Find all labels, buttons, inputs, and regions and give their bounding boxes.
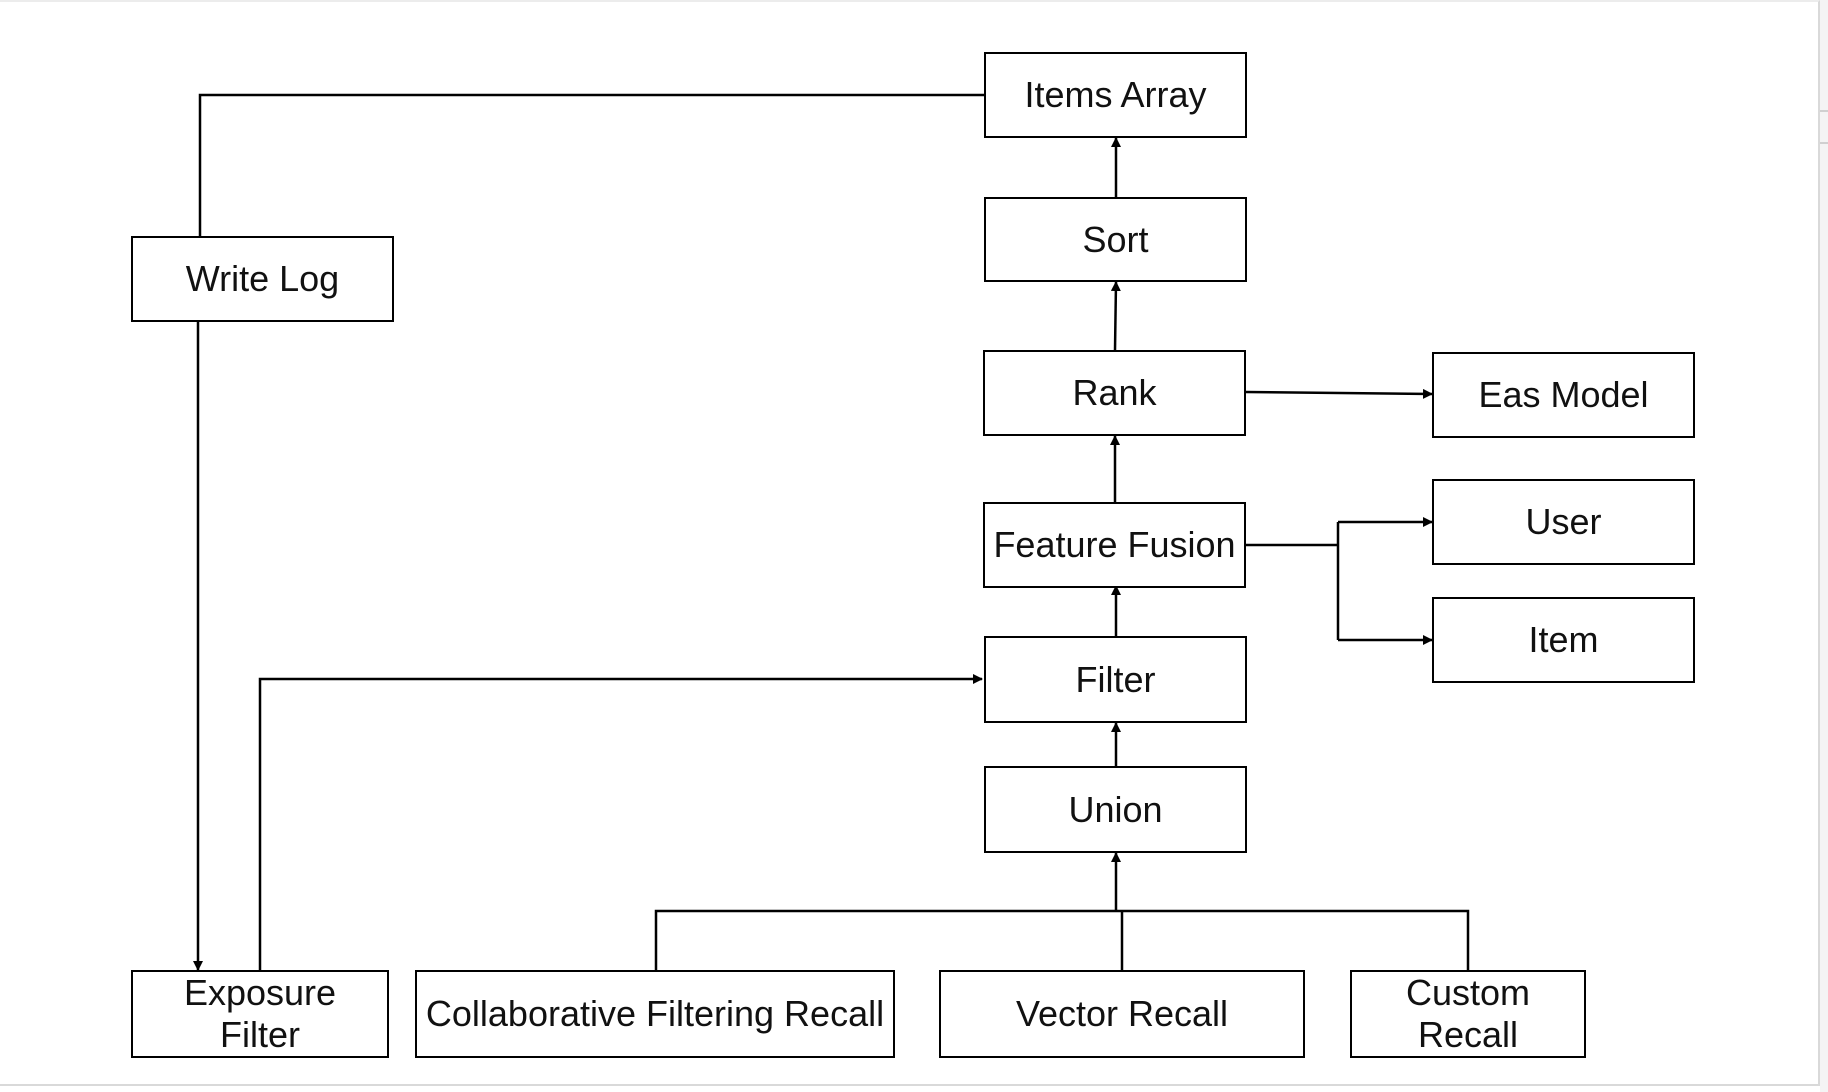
node-label: Vector Recall [1015,993,1229,1034]
node-custom-recall[interactable]: Custom Recall [1350,970,1586,1058]
node-label: Sort [1082,218,1149,260]
node-label: Feature Fusion [993,524,1236,565]
node-write-log[interactable]: Write Log [131,236,394,322]
node-label: Item [1528,619,1599,660]
node-rank[interactable]: Rank [983,350,1246,436]
right-edge-strip [1820,0,1828,1092]
node-label: Write Log [185,258,340,299]
edge-rank-to-eas-model [1245,388,1433,399]
node-label: Exposure Filter [183,972,337,1055]
node-label: Filter [1075,658,1156,700]
node-label: Rank [1072,372,1157,413]
strip-divider [1820,142,1828,144]
node-eas-model[interactable]: Eas Model [1432,352,1695,438]
node-feature-fusion[interactable]: Feature Fusion [983,502,1246,588]
node-label: Items Array [1024,74,1207,115]
strip-divider [1820,110,1828,112]
node-label: Union [1068,788,1163,830]
node-item[interactable]: Item [1432,597,1695,683]
edge-recall-bus [654,909,1470,970]
node-label: Custom Recall [1405,972,1531,1055]
node-union[interactable]: Union [984,766,1247,853]
node-collaborative-filtering-recall[interactable]: Collaborative Filtering Recall [415,970,895,1058]
node-filter[interactable]: Filter [984,636,1247,723]
node-vector-recall[interactable]: Vector Recall [939,970,1305,1058]
edge-exposure-filter-to-filter [258,674,983,970]
edge-rank-to-sort [1110,281,1121,351]
node-label: User [1525,501,1602,542]
node-items-array[interactable]: Items Array [984,52,1247,138]
node-exposure-filter[interactable]: Exposure Filter [131,970,389,1058]
node-label: Collaborative Filtering Recall [425,993,885,1034]
edge-items-array-to-write-log [198,93,984,236]
node-sort[interactable]: Sort [984,197,1247,282]
node-label: Eas Model [1478,374,1649,415]
node-user[interactable]: User [1432,479,1695,565]
